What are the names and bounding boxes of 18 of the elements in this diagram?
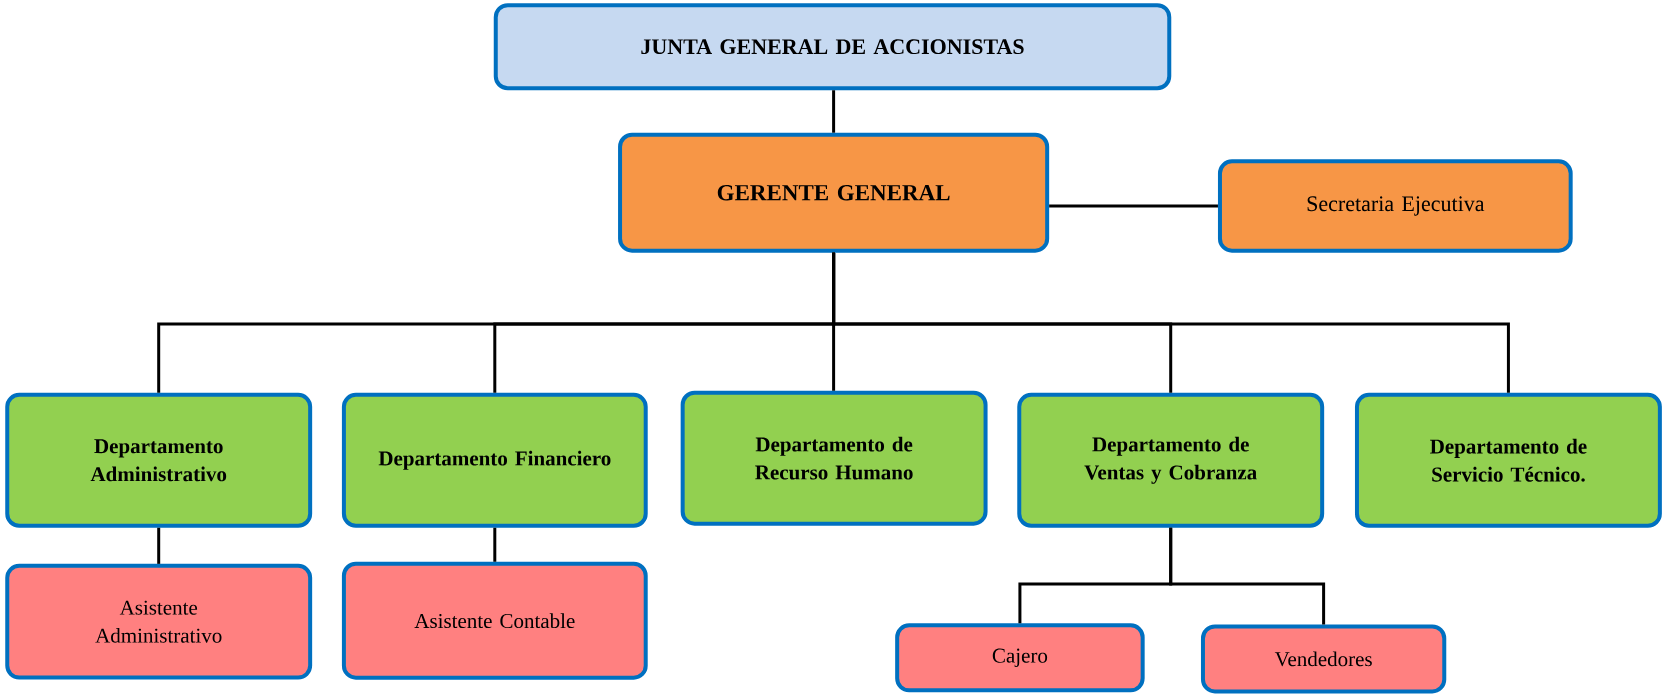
- position-box: Cajero: [895, 623, 1145, 693]
- org-box: JUNTA GENERAL DE ACCIONISTAS: [493, 3, 1172, 91]
- department-box: Departamento de Recurso Humano: [680, 390, 988, 526]
- connector-line: [1169, 527, 1326, 625]
- position-box: Asistente Contable: [341, 561, 648, 680]
- department-box: Departamento Administrativo: [5, 392, 313, 528]
- org-box: GERENTE GENERAL: [618, 132, 1050, 253]
- connector-line: [1049, 204, 1218, 208]
- org-box: Secretaria Ejecutiva: [1217, 159, 1573, 253]
- connector-line: [832, 252, 1510, 393]
- connector-line: [832, 90, 836, 133]
- department-box: Departamento de Ventas y Cobranza: [1017, 392, 1325, 528]
- department-box: Departamento de Servicio Técnico.: [1354, 392, 1662, 528]
- position-box: Vendedores: [1200, 624, 1447, 694]
- connector-line: [493, 527, 497, 562]
- position-box: Asistente Administrativo: [5, 563, 313, 680]
- connector-line: [157, 527, 161, 564]
- department-box: Departamento Financiero: [341, 392, 648, 528]
